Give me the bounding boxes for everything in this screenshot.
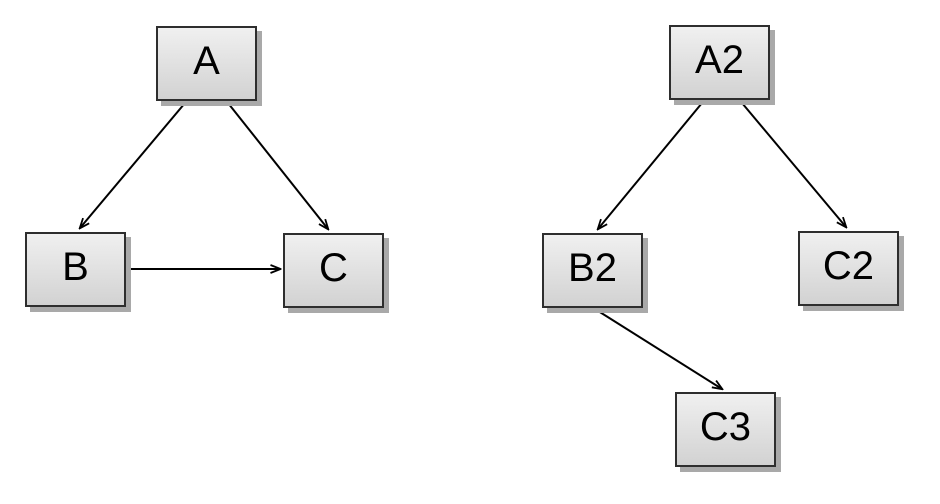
node-box-a: A: [156, 26, 257, 101]
node-box-a2: A2: [669, 25, 770, 100]
node-label-c3: C3: [699, 404, 752, 449]
edge-a2-to-b2-arrow: [598, 102, 703, 229]
node-label-a2: A2: [695, 37, 744, 82]
node-label-a: A: [193, 38, 220, 83]
node-box-c2: C2: [798, 231, 899, 306]
node-box-c3: C3: [675, 392, 776, 467]
node-box-c: C: [283, 233, 384, 308]
node-label-b: B: [62, 244, 89, 289]
edge-a2-to-c2-arrow: [741, 102, 846, 227]
edge-a-to-c-arrow: [227, 102, 328, 229]
edge-a-to-b-arrow: [80, 102, 186, 228]
node-box-b2: B2: [542, 233, 643, 308]
node-box-b: B: [25, 232, 126, 307]
node-label-c2: C2: [822, 243, 875, 288]
node-label-c: C: [319, 245, 348, 290]
edge-b2-to-c3-arrow: [594, 308, 722, 389]
node-label-b2: B2: [568, 245, 617, 290]
